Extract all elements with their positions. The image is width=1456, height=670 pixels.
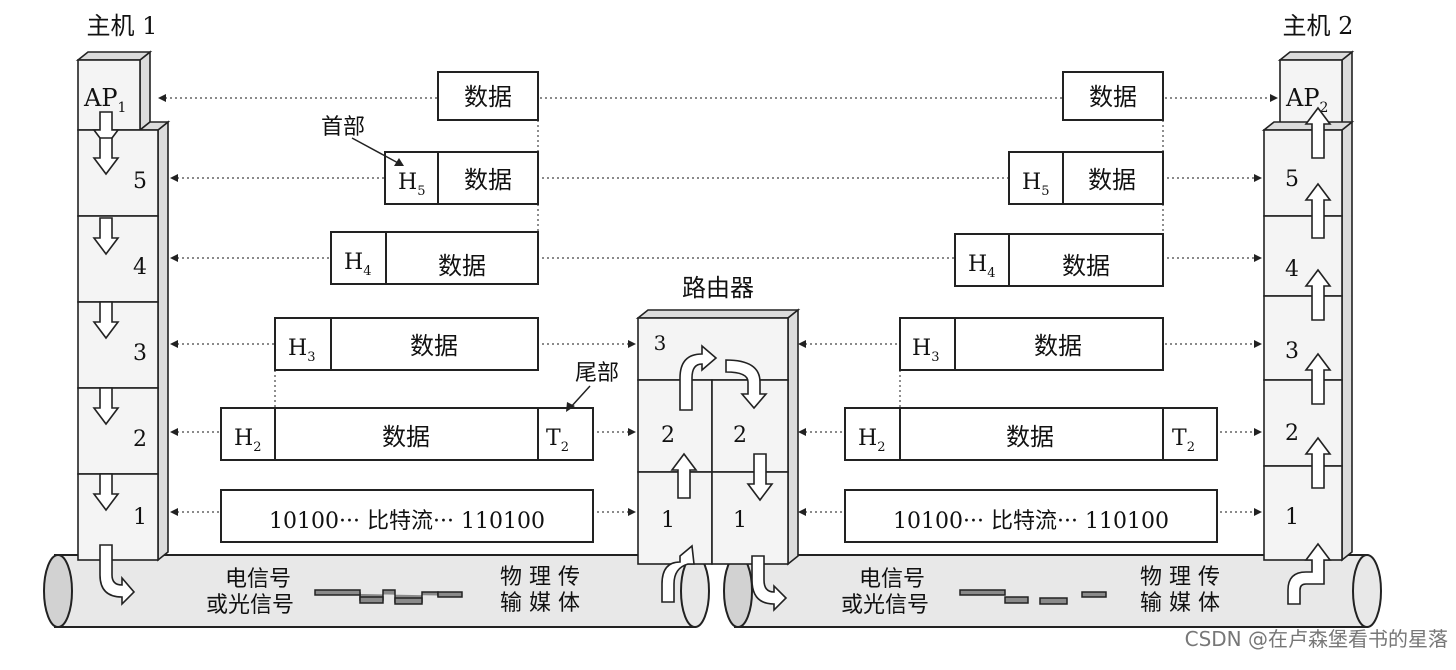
host2-label: 主机 2 bbox=[1283, 12, 1354, 40]
signal-label-line2-left: 或光信号 bbox=[206, 593, 294, 618]
host1-down-arrows bbox=[92, 111, 136, 606]
host1-layer-5: 5 bbox=[133, 169, 147, 194]
h2-right: H2 bbox=[858, 426, 885, 455]
router-flow-arrows bbox=[661, 344, 788, 612]
host1-layer-3: 3 bbox=[133, 341, 147, 366]
packet-h5-right bbox=[1008, 151, 1164, 205]
h4-right: H4 bbox=[968, 252, 995, 281]
physical-medium-left bbox=[43, 554, 710, 628]
router-layer-2-right: 2 bbox=[733, 423, 747, 448]
medium-label-line1-left: 物 理 传 bbox=[500, 565, 580, 590]
router-layer-2-left: 2 bbox=[661, 423, 675, 448]
packet-h5-left bbox=[384, 151, 539, 205]
bitstream-left-text: 10100··· 比特流··· 110100 bbox=[269, 509, 545, 534]
router-layer-1-right: 1 bbox=[733, 508, 747, 533]
packet-h3-right bbox=[899, 317, 1164, 371]
host1-layer-4: 4 bbox=[133, 255, 147, 280]
host1-app-label: AP1 bbox=[83, 84, 126, 116]
t2-right: T2 bbox=[1172, 426, 1195, 455]
arrowheads bbox=[158, 94, 1278, 516]
router-layer-3: 3 bbox=[654, 331, 667, 355]
host1-stack: 主机 1 AP1 5 4 3 2 1 bbox=[75, 12, 171, 606]
physical-medium-right bbox=[723, 554, 1382, 628]
bitstream-right-text: 10100··· 比特流··· 110100 bbox=[893, 509, 1169, 534]
packet-data-left-text: 数据 bbox=[464, 83, 512, 111]
h5-right: H5 bbox=[1022, 170, 1049, 199]
h4-right-data: 数据 bbox=[1062, 252, 1110, 280]
h4-left-data: 数据 bbox=[438, 252, 486, 280]
host1-layer-1: 1 bbox=[133, 505, 147, 530]
left-packets: 数据 H5 数据 H4 数据 H3 数据 H2 数据 T2 10100··· 比… bbox=[220, 71, 594, 543]
h4-left: H4 bbox=[344, 250, 371, 279]
medium-label-line1-right: 物 理 传 bbox=[1140, 565, 1220, 590]
packet-h2-left bbox=[220, 407, 594, 461]
h2-left-data: 数据 bbox=[382, 423, 430, 451]
host2-layer-4: 4 bbox=[1285, 257, 1299, 282]
host2-app-label: AP2 bbox=[1285, 84, 1328, 116]
signal-label-line1-left: 电信号 bbox=[225, 567, 291, 592]
signal-waveform-left bbox=[314, 589, 463, 605]
header-annotation: 首部 bbox=[321, 115, 365, 140]
right-packets: 数据 H5 数据 H4 数据 H3 数据 H2 数据 T2 10100··· 比… bbox=[844, 71, 1218, 543]
h3-left: H3 bbox=[288, 336, 315, 365]
host2-layer-2: 2 bbox=[1285, 421, 1299, 446]
host1-layer-2: 2 bbox=[133, 427, 147, 452]
host2-layer-1: 1 bbox=[1285, 505, 1299, 530]
h2-left: H2 bbox=[234, 426, 261, 455]
packet-data-right-text: 数据 bbox=[1089, 83, 1137, 111]
host2-layer-3: 3 bbox=[1285, 339, 1299, 364]
host2-up-arrows bbox=[1287, 106, 1332, 605]
packet-h4-left bbox=[330, 231, 539, 285]
bitstream-right bbox=[844, 489, 1218, 543]
h3-left-data: 数据 bbox=[410, 332, 458, 360]
h5-left-data: 数据 bbox=[464, 166, 512, 194]
host2-layer-5: 5 bbox=[1285, 167, 1299, 192]
trailer-annotation: 尾部 bbox=[575, 361, 619, 386]
h2-right-data: 数据 bbox=[1006, 423, 1054, 451]
router-layer-1-left: 1 bbox=[661, 508, 675, 533]
router-stack: 路由器 3 2 2 1 1 bbox=[635, 274, 801, 612]
h5-left: H5 bbox=[398, 170, 425, 199]
h5-right-data: 数据 bbox=[1088, 166, 1136, 194]
annotations: 首部 尾部 bbox=[321, 115, 619, 412]
packet-h4-right bbox=[954, 233, 1164, 287]
signal-label-line1-right: 电信号 bbox=[859, 567, 925, 592]
medium-label-line2-right: 输 媒 体 bbox=[1140, 591, 1220, 616]
signal-waveform-right bbox=[959, 589, 1107, 605]
packet-h2-right bbox=[844, 407, 1218, 461]
host1-label: 主机 1 bbox=[87, 12, 158, 40]
h3-right-data: 数据 bbox=[1034, 332, 1082, 360]
medium-label-line2-left: 输 媒 体 bbox=[500, 591, 580, 616]
host2-stack: 主机 2 AP2 5 4 3 2 1 bbox=[1261, 12, 1355, 605]
router-label: 路由器 bbox=[682, 274, 754, 302]
bitstream-left bbox=[220, 489, 594, 543]
t2-left: T2 bbox=[546, 426, 569, 455]
watermark-text: CSDN @在卢森堡看书的星落 bbox=[1185, 627, 1448, 651]
packet-data-right bbox=[1062, 71, 1164, 121]
packet-data-left bbox=[437, 71, 539, 121]
packet-h3-left bbox=[274, 317, 539, 371]
h3-right: H3 bbox=[912, 336, 939, 365]
signal-label-line2-right: 或光信号 bbox=[841, 593, 929, 618]
